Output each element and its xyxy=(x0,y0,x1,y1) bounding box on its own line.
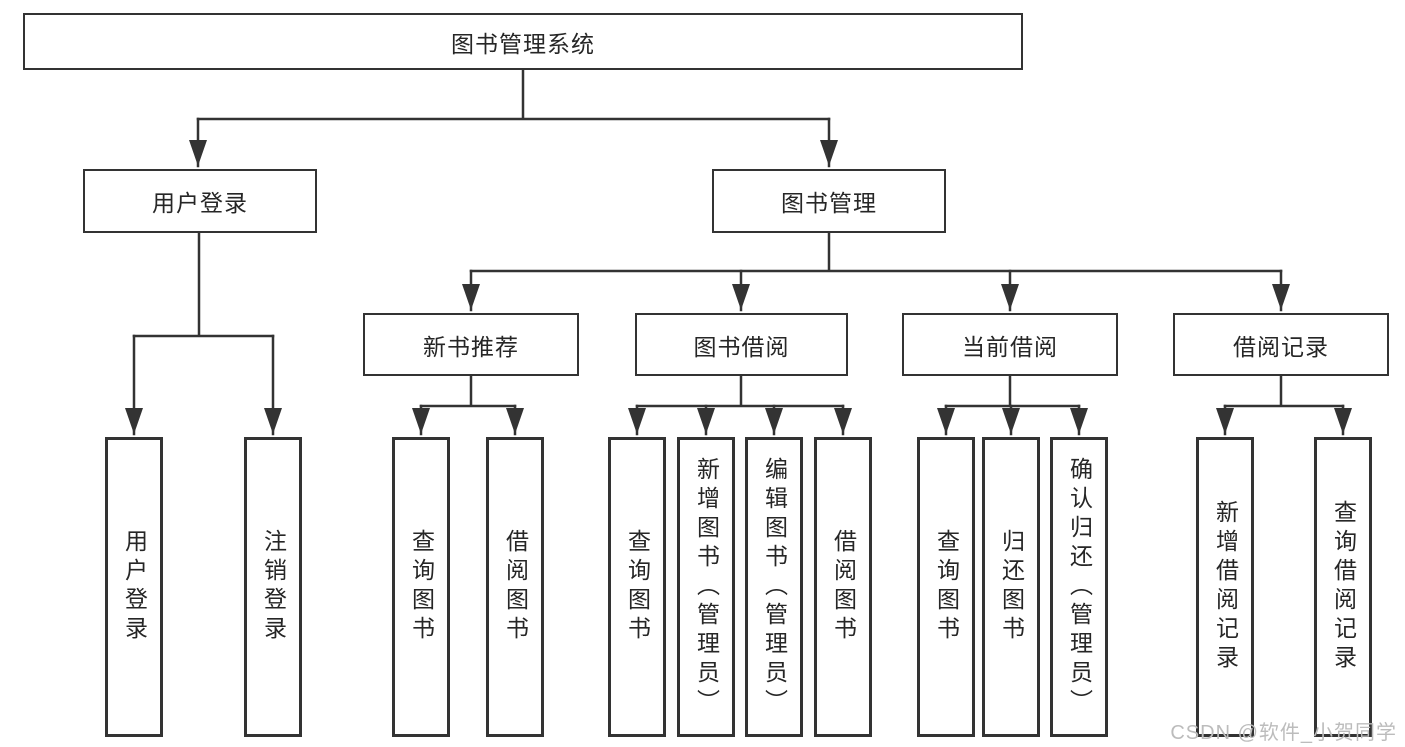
leaf-borrow-query-book: 查询图书 xyxy=(608,437,666,737)
leaf-current-return-book-label: 归还图书 xyxy=(998,529,1025,645)
edge-current-branch xyxy=(944,375,1081,408)
leaf-borrow-borrow-book: 借阅图书 xyxy=(814,437,872,737)
node-root: 图书管理系统 xyxy=(23,13,1023,70)
watermark-text: CSDN @软件_小贺同学 xyxy=(1170,722,1397,744)
leaf-current-return-book: 归还图书 xyxy=(982,437,1040,737)
leaf-record-add-label: 新增借阅记录 xyxy=(1212,500,1239,674)
leaf-user-login: 用户登录 xyxy=(105,437,163,737)
edge-record-branch xyxy=(1223,375,1345,408)
leaf-current-query-book-label: 查询图书 xyxy=(933,529,960,645)
leaf-borrow-add-book: 新增图书（管理员） xyxy=(677,437,735,737)
leaf-borrow-query-book-label: 查询图书 xyxy=(624,529,651,645)
node-book-borrow: 图书借阅 xyxy=(635,313,848,376)
leaf-recommend-borrow-book-label: 借阅图书 xyxy=(502,529,529,645)
node-current-borrow-label: 当前借阅 xyxy=(962,333,1058,360)
edge-root-branch xyxy=(196,68,831,121)
leaf-user-login-label: 用户登录 xyxy=(121,529,148,645)
leaf-borrow-add-book-label: 新增图书（管理员） xyxy=(693,456,720,718)
node-borrow-record: 借阅记录 xyxy=(1173,313,1389,376)
leaf-borrow-edit-book: 编辑图书（管理员） xyxy=(745,437,803,737)
node-current-borrow: 当前借阅 xyxy=(902,313,1118,376)
node-new-book-recommend: 新书推荐 xyxy=(363,313,579,376)
leaf-borrow-edit-book-label: 编辑图书（管理员） xyxy=(761,456,788,718)
node-book-management-label: 图书管理 xyxy=(781,190,877,216)
node-new-book-recommend-label: 新书推荐 xyxy=(423,333,519,360)
leaf-borrow-borrow-book-label: 借阅图书 xyxy=(830,529,857,645)
node-root-label: 图书管理系统 xyxy=(451,30,595,57)
node-book-borrow-label: 图书借阅 xyxy=(693,333,790,360)
leaf-logout-label: 注销登录 xyxy=(260,529,287,645)
node-borrow-record-label: 借阅记录 xyxy=(1233,333,1329,360)
edge-borrow-branch xyxy=(635,375,845,408)
leaf-record-query: 查询借阅记录 xyxy=(1314,437,1372,737)
leaf-recommend-query-book: 查询图书 xyxy=(392,437,450,737)
edge-user-login-branch xyxy=(132,231,275,338)
edge-book-management-branch xyxy=(469,231,1283,273)
leaf-recommend-query-book-label: 查询图书 xyxy=(408,529,435,645)
leaf-current-confirm-return-label: 确认归还（管理员） xyxy=(1066,456,1093,718)
leaf-current-query-book: 查询图书 xyxy=(917,437,975,737)
leaf-record-query-label: 查询借阅记录 xyxy=(1330,500,1357,674)
leaf-logout: 注销登录 xyxy=(244,437,302,737)
leaf-current-confirm-return: 确认归还（管理员） xyxy=(1050,437,1108,737)
node-user-login: 用户登录 xyxy=(83,169,317,233)
leaf-record-add: 新增借阅记录 xyxy=(1196,437,1254,737)
edge-recommend-branch xyxy=(419,375,517,408)
node-user-login-label: 用户登录 xyxy=(152,190,248,216)
node-book-management: 图书管理 xyxy=(712,169,946,233)
leaf-recommend-borrow-book: 借阅图书 xyxy=(486,437,544,737)
